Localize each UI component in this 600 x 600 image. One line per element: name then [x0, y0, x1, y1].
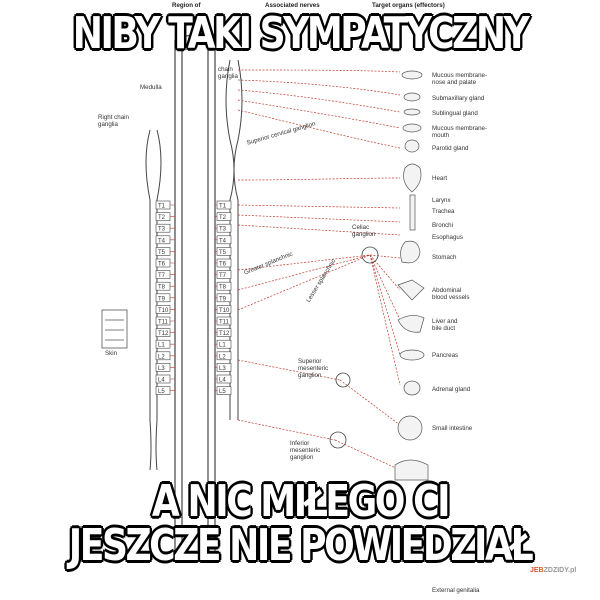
watermark-part1: JEB	[530, 567, 544, 574]
header-targets: Target organs (effectors)	[372, 2, 445, 9]
celiac-ganglion	[361, 246, 379, 264]
label-celiac: Celiac ganglion	[352, 224, 376, 238]
superior-mesenteric-ganglion	[335, 372, 351, 388]
label-chain-ganglia: chain ganglia	[218, 66, 238, 80]
label-superior-mesenteric: Superior mesenteric ganglion	[298, 358, 329, 379]
segment-label-right: L4	[219, 378, 226, 384]
liver-icon	[397, 315, 425, 333]
meme-top-caption: NIBY TAKI SYMPATYCZNY	[72, 8, 530, 59]
segment-label-left: T3	[158, 227, 166, 233]
organ-label: Esophagus	[432, 234, 463, 241]
header-nerves: Associated nerves	[265, 2, 320, 9]
gland-icon	[403, 108, 421, 116]
segment-label-left: T10	[158, 308, 169, 314]
intestine-icon	[397, 415, 423, 441]
organ-label: Heart	[432, 175, 448, 182]
segment-label-right: T8	[219, 285, 227, 291]
segment-label-right: T5	[219, 250, 227, 256]
organ-label: Small intestine	[432, 425, 473, 432]
stomach-icon	[400, 240, 421, 264]
organ-label: Submaxillary gland	[432, 95, 485, 102]
segment-label-left: T2	[158, 215, 166, 221]
segment-label-left: T9	[158, 296, 166, 302]
right-chain-ganglia	[145, 129, 162, 471]
segment-label-right: T6	[219, 262, 227, 268]
nerve-fibers	[237, 69, 401, 471]
segment-label-right: T3	[219, 227, 227, 233]
segment-label-right: L2	[219, 354, 226, 360]
organ-label: Abdominal blood vessels	[432, 287, 470, 301]
segment-label-left: T4	[158, 238, 166, 244]
segment-label-left: T7	[158, 273, 166, 279]
segment-label-right: T12	[219, 331, 230, 337]
colon-icon	[394, 459, 429, 481]
pancreas-icon	[399, 349, 425, 361]
segment-label-left: L4	[158, 378, 165, 384]
segment-label-left: T8	[158, 285, 166, 291]
adrenal-icon	[403, 380, 421, 396]
gland-icon	[404, 139, 420, 153]
organ-label: Trachea	[432, 208, 455, 215]
segment-label-right: T2	[219, 215, 227, 221]
segment-label-left: L1	[158, 343, 165, 349]
organ-label: Mucous membrane- nose and palate	[432, 72, 488, 86]
site-watermark: JEBZDZIDY.pl	[530, 567, 594, 583]
organ-label: Larynx	[432, 197, 451, 204]
organ-label: Adrenal gland	[432, 386, 471, 393]
segment-label-left: L5	[158, 389, 165, 395]
gland-icon	[403, 92, 421, 102]
skin-inset	[101, 309, 128, 349]
segment-label-right: T11	[219, 320, 230, 326]
heart-icon	[403, 163, 422, 193]
nose-icon	[401, 70, 423, 80]
organ-label: Mucous membrane- mouth	[432, 125, 488, 139]
organ-label: Liver and bile duct	[432, 318, 458, 332]
meme-bottom-caption-line1: A NIC MIŁEGO CI	[151, 476, 451, 527]
segment-label-left: L3	[158, 366, 165, 372]
organ-label: Parotid gland	[432, 145, 469, 152]
ganglia	[329, 246, 379, 449]
organ-label: Pancreas	[432, 352, 459, 359]
segment-label-right: T7	[219, 273, 227, 279]
label-inferior-mesenteric: Inferior mesenteric ganglion	[290, 440, 321, 461]
header-region: Region of	[172, 2, 201, 9]
spinal-cord	[174, 34, 216, 560]
organ-icons	[394, 70, 429, 481]
organ-label: External genitalia	[432, 587, 480, 594]
label-skin: Skin	[105, 350, 118, 357]
organ-label: Sublingual gland	[432, 110, 478, 117]
organ-label: Bronchi	[432, 222, 453, 229]
label-right-chain: Right chain ganglia	[98, 114, 129, 128]
label-medulla: Medulla	[140, 84, 162, 91]
segment-label-right: T10	[219, 308, 230, 314]
segment-label-right: T4	[219, 238, 227, 244]
segment-label-right: L3	[219, 366, 226, 372]
segment-label-left: T1	[158, 204, 166, 210]
blood-vessels-icon	[397, 279, 425, 301]
meme-bottom-caption-line2: JESZCZE NIE POWIEDZIAŁ	[68, 520, 534, 571]
segment-label-left: T12	[158, 331, 169, 337]
left-chain-ganglia	[225, 59, 243, 420]
trachea-icon	[409, 194, 416, 231]
segment-label-right: L1	[219, 343, 226, 349]
watermark-part2: ZDZIDY.pl	[543, 567, 577, 574]
inferior-mesenteric-ganglion	[329, 431, 347, 449]
segment-label-left: L2	[158, 354, 165, 360]
segment-label-left: T11	[158, 320, 169, 326]
organ-label: Stomach	[432, 254, 457, 261]
segment-label-right: T1	[219, 204, 227, 210]
segment-label-left: T5	[158, 250, 166, 256]
segment-label-left: T6	[158, 262, 166, 268]
mouth-icon	[402, 123, 422, 133]
segment-label-right: T9	[219, 296, 227, 302]
segment-label-right: L5	[219, 389, 226, 395]
